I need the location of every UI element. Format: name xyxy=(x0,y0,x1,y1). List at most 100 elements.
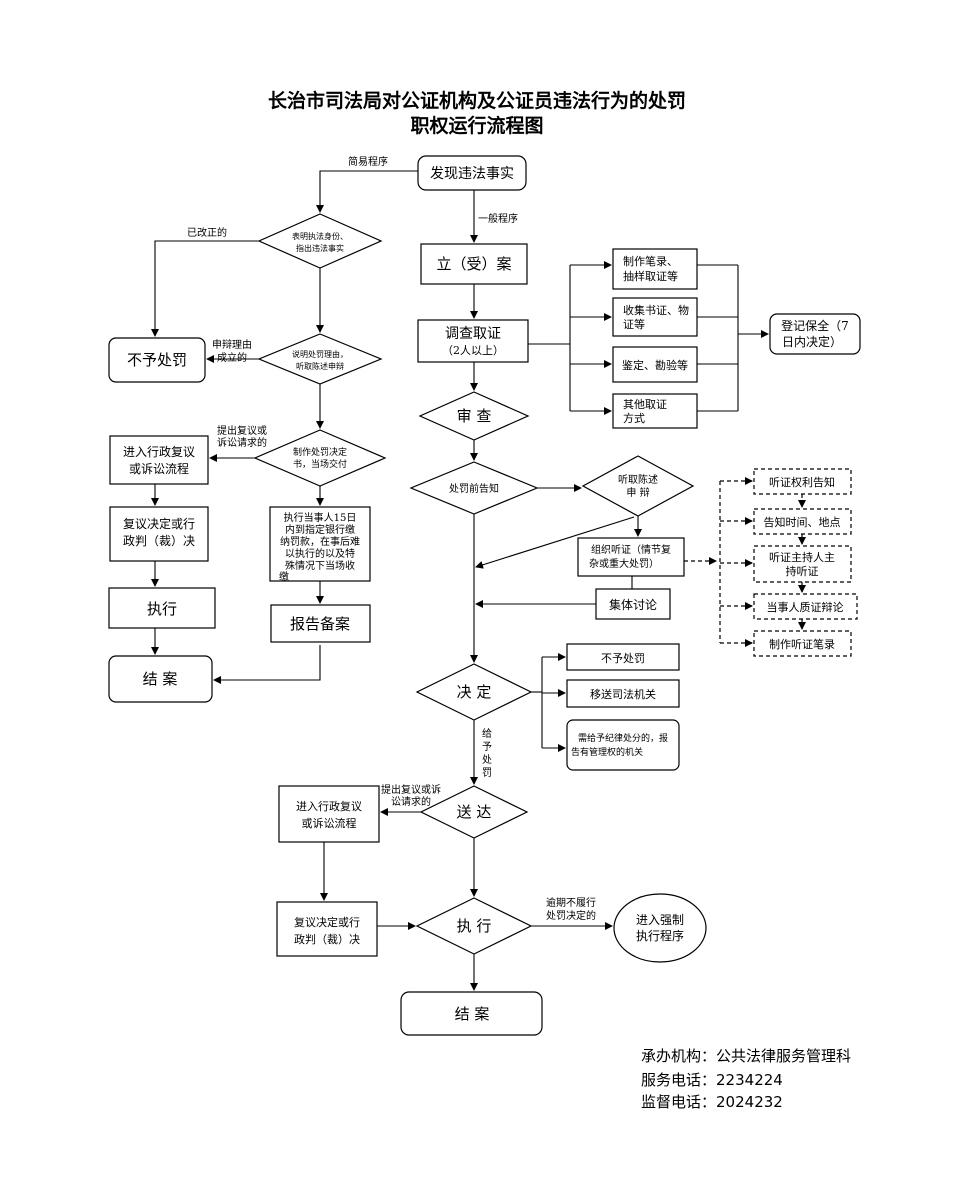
left-verdict-text-2: 政判（裁）决 xyxy=(123,534,195,548)
exec15-text-6: 缴 xyxy=(279,570,289,583)
hear-defense-text-2: 申 辩 xyxy=(626,486,649,499)
corrected-label: 已改正的 xyxy=(187,226,227,239)
show-id-text-2: 指出违法事实 xyxy=(296,243,344,253)
left-execute-text: 执行 xyxy=(147,600,177,618)
exec15-text-5: 殊情况下当场收 xyxy=(285,559,355,572)
hearing-text-1: 组织听证（情节复 xyxy=(591,543,671,556)
bottom-verdict-text-1: 复议决定或行 xyxy=(294,915,360,929)
ev2-text-2: 证等 xyxy=(623,317,645,331)
footer-service-phone: 服务电话：2234224 xyxy=(641,1071,783,1089)
investigate-box xyxy=(417,319,529,363)
left-close-box xyxy=(108,655,213,703)
report-file-box xyxy=(270,604,371,643)
overdue-label-2: 处罚决定的 xyxy=(546,909,596,922)
register-box xyxy=(769,313,861,355)
hear-defense-text-1: 听取陈述 xyxy=(618,473,658,486)
no-penalty-left-box xyxy=(108,337,206,383)
give-penalty-2: 予 xyxy=(482,741,492,753)
left-review-text-2: 或诉讼流程 xyxy=(129,461,189,476)
explain-diamond xyxy=(257,333,383,385)
ev1-text-1: 制作笔录、 xyxy=(623,254,678,268)
bottom-review-text-1: 进入行政复议 xyxy=(296,799,362,813)
h4-text: 当事人质证辩论 xyxy=(767,600,844,614)
enforce-ellipse xyxy=(613,893,707,963)
enforce-text-1: 进入强制 xyxy=(636,913,684,927)
h5-box xyxy=(753,630,852,657)
left-review-text-1: 进入行政复议 xyxy=(123,445,195,459)
left-verdict-text-1: 复议决定或行 xyxy=(123,516,195,531)
defense-label-1: 申辩理由 xyxy=(212,338,252,351)
footer-supervise-phone: 监督电话：2024232 xyxy=(641,1093,783,1111)
left-execute-box xyxy=(108,587,216,629)
general-label: 一般程序 xyxy=(478,212,518,225)
simple-label: 简易程序 xyxy=(348,155,388,168)
h3-text-1: 听证主持人主 xyxy=(769,550,835,564)
left-review-box xyxy=(109,435,209,485)
ev4-text-1: 其他取证 xyxy=(623,398,667,411)
hearing-box xyxy=(577,537,685,577)
out1-box xyxy=(566,643,680,671)
discover-box xyxy=(417,155,527,191)
out2-box xyxy=(566,679,680,708)
ev2-text-1: 收集书证、物 xyxy=(623,303,689,317)
collective-text: 集体讨论 xyxy=(609,597,657,612)
report-file-text: 报告备案 xyxy=(290,615,350,633)
left-verdict-box xyxy=(109,506,209,562)
out1-text: 不予处罚 xyxy=(601,652,645,665)
make-decision-text-1: 制作处罚决定 xyxy=(293,446,347,458)
review-label-1: 提出复议或 xyxy=(217,424,267,437)
ev3-text: 鉴定、勘验等 xyxy=(622,358,688,372)
investigate-text-1: 调查取证 xyxy=(445,326,501,342)
give-penalty-1: 给 xyxy=(482,727,492,740)
ev4-text-2: 方式 xyxy=(623,411,645,425)
close-text: 结 案 xyxy=(455,1005,490,1023)
h4-box xyxy=(753,593,858,620)
exec15-text-1: 执行当事人15日 xyxy=(284,511,357,524)
investigate-text-2: （2人以上） xyxy=(442,344,504,357)
out3-text-1: 需给予纪律处分的，报 xyxy=(578,732,668,744)
title-line-2: 职权运行流程图 xyxy=(410,114,543,137)
hear-defense-diamond xyxy=(581,455,695,517)
decide-text: 决 定 xyxy=(457,683,492,701)
ev1-text-2: 抽样取证等 xyxy=(623,269,678,283)
ev1-box xyxy=(612,248,698,290)
bottom-review-text-2: 或诉讼流程 xyxy=(302,816,357,830)
h3-text-2: 持听证 xyxy=(786,564,819,578)
out3-text-2: 告有管理权的机关 xyxy=(571,746,643,758)
defense-label-2: 成立的 xyxy=(217,351,247,364)
pre-notice-text: 处罚前告知 xyxy=(449,482,499,495)
h3-box xyxy=(753,545,852,583)
explain-text-1: 说明处罚理由， xyxy=(292,349,348,359)
audit-text: 审 查 xyxy=(457,407,492,425)
review2-label-2: 讼请求的 xyxy=(391,795,431,808)
review-label-2: 诉讼请求的 xyxy=(217,436,267,449)
make-decision-text-2: 书，当场交付 xyxy=(293,458,347,470)
give-penalty-4: 罚 xyxy=(482,767,492,779)
h2-text: 告知时间、地点 xyxy=(764,515,841,529)
give-penalty-3: 处 xyxy=(482,754,492,766)
discover-text: 发现违法事实 xyxy=(430,166,514,182)
no-penalty-left-text: 不予处罚 xyxy=(127,351,187,369)
show-id-diamond xyxy=(257,213,383,269)
hearing-text-2: 杂或重大处罚） xyxy=(589,557,659,570)
execute-text: 执 行 xyxy=(457,917,492,935)
explain-text-2: 听取陈述申辩 xyxy=(296,361,344,371)
close-box xyxy=(400,991,543,1036)
show-id-text-1: 表明执法身份、 xyxy=(292,231,348,241)
h5-text: 制作听证笔录 xyxy=(769,637,835,651)
case-open-text: 立（受）案 xyxy=(436,255,511,273)
out3-box xyxy=(566,719,680,771)
bottom-review-box xyxy=(278,785,380,843)
exec15-text-3: 纳罚款，在事后难 xyxy=(280,535,360,548)
enforce-text-2: 执行程序 xyxy=(636,928,684,943)
register-text-1: 登记保全（7 xyxy=(781,318,849,333)
make-decision-diamond xyxy=(253,429,387,487)
review2-label-1: 提出复议或诉 xyxy=(381,783,441,796)
register-text-2: 日内决定） xyxy=(782,334,842,349)
footer-org: 承办机构：公共法律服务管理科 xyxy=(641,1047,851,1065)
overdue-label-1: 逾期不履行 xyxy=(546,896,596,909)
bottom-verdict-text-2: 政判（裁）决 xyxy=(294,932,360,946)
h1-text: 听证权利告知 xyxy=(769,475,835,489)
title-line-1: 长治市司法局对公证机构及公证员违法行为的处罚 xyxy=(268,89,686,112)
